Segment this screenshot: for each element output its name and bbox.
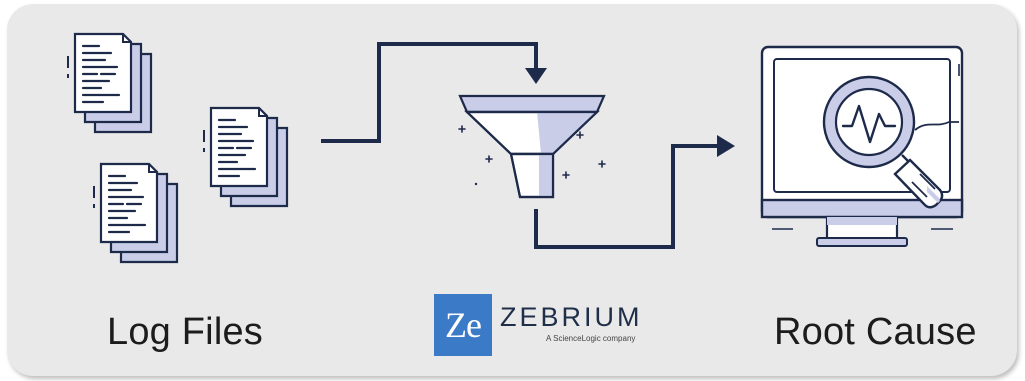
arrowhead-right-icon	[717, 135, 735, 157]
diagram-panel: Log Files Ze ZEBRIUM A ScienceLogic comp…	[7, 4, 1017, 376]
logo-tagline: A ScienceLogic company	[546, 334, 636, 343]
flow-diagram	[66, 32, 964, 264]
root-cause-label: Root Cause	[774, 311, 977, 353]
flow-arrow-icon	[321, 42, 538, 143]
funnel-icon	[458, 94, 606, 199]
logo-mark: Ze	[434, 294, 492, 356]
log-files-label: Log Files	[107, 311, 263, 353]
flow-arrow-icon	[534, 144, 721, 249]
monitor-with-magnifier-icon	[760, 45, 964, 247]
log-document-stack-icon	[66, 32, 153, 134]
log-document-stack-icon	[92, 162, 179, 264]
log-document-stack-icon	[202, 106, 289, 208]
arrowhead-down-icon	[525, 68, 547, 84]
zebrium-logo: Ze ZEBRIUM A ScienceLogic company	[434, 294, 655, 356]
logo-wordmark: ZEBRIUM	[500, 302, 643, 332]
